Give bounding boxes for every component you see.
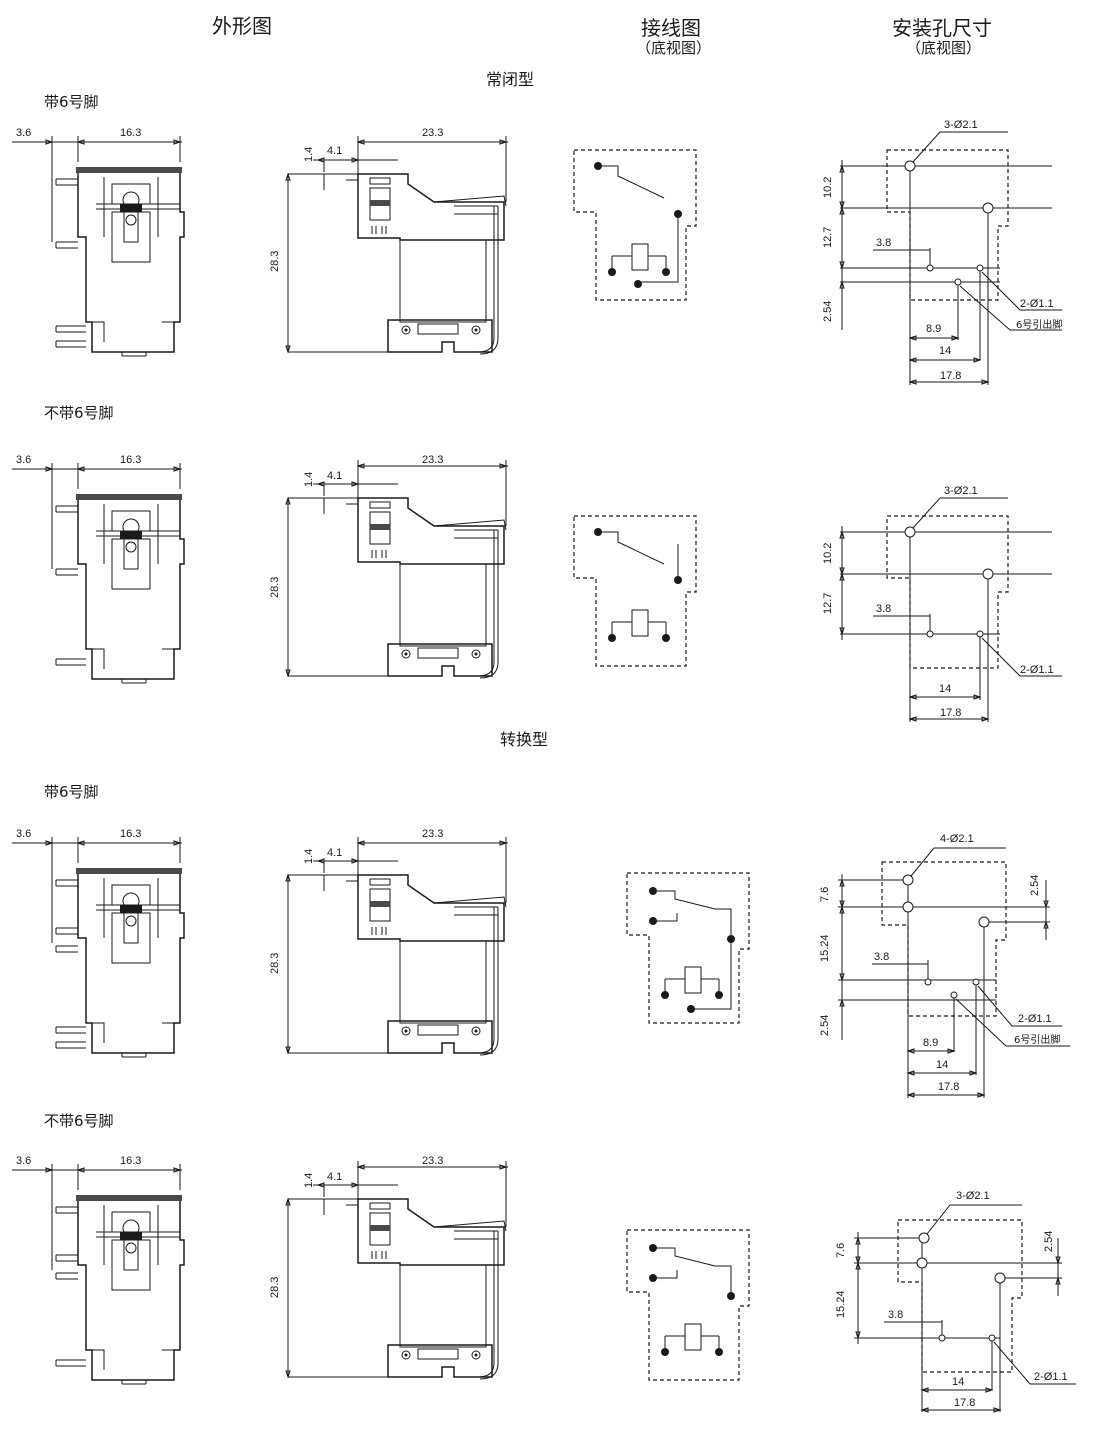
mount2-v1: 10.2 — [822, 542, 834, 564]
mount3-vr: 2.54 — [1029, 874, 1041, 896]
dim-side-1-4: 1.4 — [303, 471, 315, 487]
mount1-v1: 10.2 — [822, 176, 834, 198]
mount1-h3: 14 — [939, 345, 952, 357]
dim-side-4-1: 4.1 — [327, 847, 343, 859]
mounting-row3 — [838, 847, 1070, 1098]
dim-side-23-3: 23.3 — [422, 828, 444, 840]
mount4-v2: 15.24 — [835, 1290, 847, 1318]
mount2-small: 2-Ø1.1 — [1020, 664, 1054, 676]
mount4-v1: 7.6 — [835, 1242, 847, 1258]
mount3-v1: 7.6 — [819, 886, 831, 902]
mount2-h4: 17.8 — [940, 707, 962, 719]
dim-side-23-3: 23.3 — [422, 127, 444, 139]
mount2-h3: 14 — [939, 683, 952, 695]
mount3-h4: 17.8 — [938, 1081, 960, 1093]
mount1-small: 2-Ø1.1 — [1020, 298, 1054, 310]
mount4-h1: 3.8 — [888, 1309, 904, 1321]
section-nc: 常闭型 — [486, 70, 535, 89]
row-label-1: 带6号脚 — [44, 93, 99, 111]
dim-side-1-4: 1.4 — [303, 1172, 315, 1188]
mount3-h3: 14 — [936, 1059, 949, 1071]
header-wiring-sub: （底视图） — [636, 39, 712, 57]
row-label-3: 带6号脚 — [44, 783, 99, 801]
section-co: 转换型 — [500, 730, 549, 749]
mount1-v2: 12.7 — [822, 226, 834, 248]
mount4-small: 2-Ø1.1 — [1034, 1371, 1068, 1383]
mount3-h1: 3.8 — [874, 951, 890, 963]
mount1-h1: 3.8 — [876, 237, 892, 249]
mount3-pin6: 6号引出脚 — [1014, 1035, 1061, 1046]
mounting-row1 — [839, 131, 1062, 385]
mount3-holes: 4-Ø2.1 — [940, 833, 974, 845]
dim-front-3-6: 3.6 — [16, 1155, 32, 1167]
mount1-pin6: 6号引出脚 — [1016, 320, 1063, 331]
mounting-row4 — [854, 1204, 1076, 1413]
dim-front-3-6: 3.6 — [16, 828, 32, 840]
dim-front-3-6: 3.6 — [16, 454, 32, 466]
dim-side-4-1: 4.1 — [327, 470, 343, 482]
mount1-h2: 8.9 — [926, 323, 942, 335]
dim-side-23-3: 23.3 — [422, 454, 444, 466]
dim-side-1-4: 1.4 — [303, 146, 315, 162]
mount3-small: 2-Ø1.1 — [1018, 1013, 1052, 1025]
dim-side-1-4: 1.4 — [303, 848, 315, 864]
dim-side-4-1: 4.1 — [327, 1171, 343, 1183]
mounting-row2 — [839, 497, 1062, 722]
dim-side-28-3: 28.3 — [269, 250, 281, 272]
mount2-h1: 3.8 — [876, 603, 892, 615]
mount4-holes: 3-Ø2.1 — [956, 1190, 990, 1202]
mount1-holes: 3-Ø2.1 — [944, 119, 978, 131]
mount1-v3: 2.54 — [822, 300, 834, 322]
dim-front-16-3: 16.3 — [120, 828, 142, 840]
mount4-vr: 2.54 — [1043, 1230, 1055, 1252]
dim-front-16-3: 16.3 — [120, 1155, 142, 1167]
mount2-holes: 3-Ø2.1 — [944, 485, 978, 497]
dim-side-4-1: 4.1 — [327, 145, 343, 157]
header-wiring: 接线图 — [641, 16, 701, 40]
mount3-v2: 15.24 — [819, 934, 831, 962]
row-label-2: 不带6号脚 — [44, 404, 114, 422]
dim-front-16-3: 16.3 — [120, 454, 142, 466]
dim-side-28-3: 28.3 — [269, 576, 281, 598]
mount3-v3: 2.54 — [819, 1014, 831, 1036]
row-label-4: 不带6号脚 — [44, 1112, 114, 1130]
dim-side-23-3: 23.3 — [422, 1155, 444, 1167]
mount4-h4: 17.8 — [954, 1397, 976, 1409]
dim-side-28-3: 28.3 — [269, 952, 281, 974]
dim-front-16-3: 16.3 — [120, 127, 142, 139]
header-mounting: 安装孔尺寸 — [892, 16, 992, 40]
dim-side-28-3: 28.3 — [269, 1276, 281, 1298]
header-outline: 外形图 — [212, 14, 272, 38]
mount2-v2: 12.7 — [822, 592, 834, 614]
mount4-h3: 14 — [952, 1376, 965, 1388]
dim-front-3-6: 3.6 — [16, 127, 32, 139]
header-mounting-sub: （底视图） — [906, 39, 982, 57]
mount1-h4: 17.8 — [940, 370, 962, 382]
mount3-h2: 8.9 — [923, 1037, 939, 1049]
